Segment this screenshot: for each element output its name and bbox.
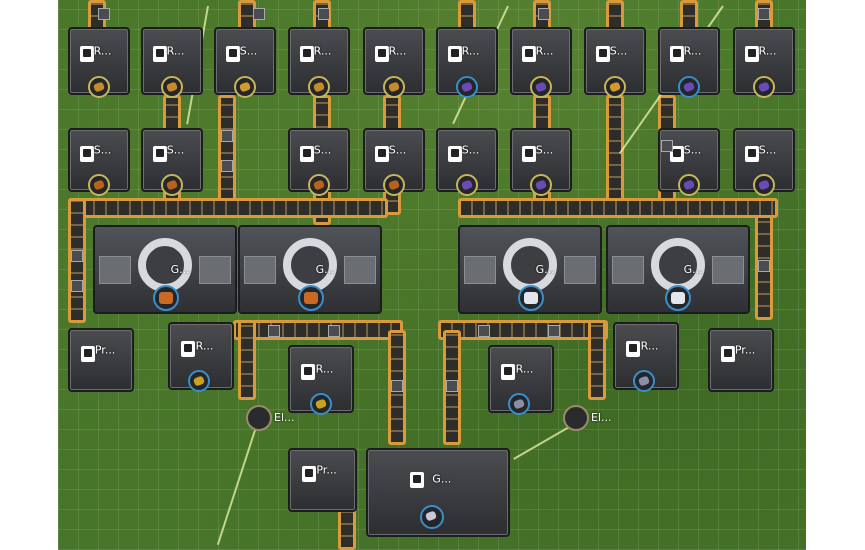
output-item-badge (530, 76, 552, 98)
output-item-badge (633, 370, 655, 392)
output-item-badge (188, 370, 210, 392)
output-item-badge (308, 174, 330, 196)
belt-item (478, 325, 490, 337)
output-item-badge (604, 76, 626, 98)
output-item-badge (508, 393, 530, 415)
smelter-machine[interactable]: S... (658, 128, 720, 192)
game-world[interactable]: R... R... S... R... R... R... R... S... … (58, 0, 806, 550)
smelter-machine[interactable]: S... (584, 27, 646, 95)
container-icon (301, 465, 316, 482)
output-item-badge (456, 174, 478, 196)
output-item-badge (298, 285, 324, 311)
smelter-machine[interactable]: S... (510, 128, 572, 192)
refinery-icon (501, 363, 516, 380)
refinery-icon (80, 45, 95, 62)
refinery-icon (448, 45, 463, 62)
output-item-badge (310, 393, 332, 415)
output-item-badge (383, 76, 405, 98)
smelter-icon (596, 45, 611, 62)
refinery-icon (181, 340, 196, 357)
conveyor-belt[interactable] (218, 95, 236, 215)
refinery-icon (626, 340, 641, 357)
refinery-icon (375, 45, 390, 62)
output-item-badge (753, 174, 775, 196)
output-item-badge (456, 76, 478, 98)
belt-item (71, 250, 83, 262)
storage-container[interactable]: Pr... (288, 448, 357, 512)
container-icon (721, 345, 736, 362)
smelter-icon (226, 45, 241, 62)
belt-item (548, 325, 560, 337)
conveyor-belt[interactable] (458, 198, 778, 218)
output-item-badge (153, 285, 179, 311)
output-item-badge (161, 76, 183, 98)
smelter-icon (745, 145, 760, 162)
belt-item (446, 380, 458, 392)
belt-item (253, 8, 265, 20)
refinery-icon (301, 363, 316, 380)
smelter-icon (80, 145, 95, 162)
refinery-icon (300, 45, 315, 62)
output-item-badge (383, 174, 405, 196)
conveyor-belt[interactable] (233, 320, 403, 340)
conveyor-belt[interactable] (68, 198, 388, 218)
belt-item (71, 280, 83, 292)
power-beam (216, 420, 259, 545)
belt-item (391, 380, 403, 392)
smelter-icon (375, 145, 390, 162)
conveyor-belt[interactable] (588, 320, 606, 400)
storage-container[interactable]: Pr... (708, 328, 774, 392)
refinery-icon (670, 45, 685, 62)
conveyor-belt[interactable] (606, 0, 624, 30)
belt-item (661, 140, 673, 152)
container-icon (410, 472, 424, 489)
smelter-icon (300, 145, 315, 162)
output-item-badge (234, 76, 256, 98)
belt-item (268, 325, 280, 337)
power-pole[interactable]: El... (246, 405, 295, 431)
belt-item (758, 8, 770, 20)
refinery-icon (522, 45, 537, 62)
output-item-badge (753, 76, 775, 98)
belt-item (318, 8, 330, 20)
output-item-badge (518, 285, 544, 311)
storage-container[interactable]: Pr... (68, 328, 134, 392)
output-item-badge (420, 505, 444, 529)
smelter-icon (670, 145, 685, 162)
conveyor-belt[interactable] (238, 320, 256, 400)
belt-item (221, 130, 233, 142)
refinery-icon (745, 45, 760, 62)
belt-item (328, 325, 340, 337)
belt-item (758, 260, 770, 272)
storage-container[interactable]: G... (366, 448, 510, 537)
belt-item (98, 8, 110, 20)
conveyor-belt[interactable] (438, 320, 608, 340)
smelter-icon (448, 145, 463, 162)
output-item-badge (678, 76, 700, 98)
power-pole[interactable]: El... (563, 405, 612, 431)
output-item-badge (530, 174, 552, 196)
smelter-icon (522, 145, 537, 162)
refinery-icon (153, 45, 168, 62)
conveyor-belt[interactable] (458, 0, 476, 30)
belt-item (221, 160, 233, 172)
conveyor-belt[interactable] (680, 0, 698, 30)
conveyor-belt[interactable] (606, 95, 624, 215)
output-item-badge (88, 76, 110, 98)
output-item-badge (88, 174, 110, 196)
refiner-machine[interactable]: R... (168, 322, 234, 390)
belt-item (538, 8, 550, 20)
smelter-icon (153, 145, 168, 162)
output-item-badge (161, 174, 183, 196)
output-item-badge (308, 76, 330, 98)
output-item-badge (678, 174, 700, 196)
conveyor-belt[interactable] (238, 0, 256, 30)
container-icon (81, 345, 96, 362)
output-item-badge (665, 285, 691, 311)
